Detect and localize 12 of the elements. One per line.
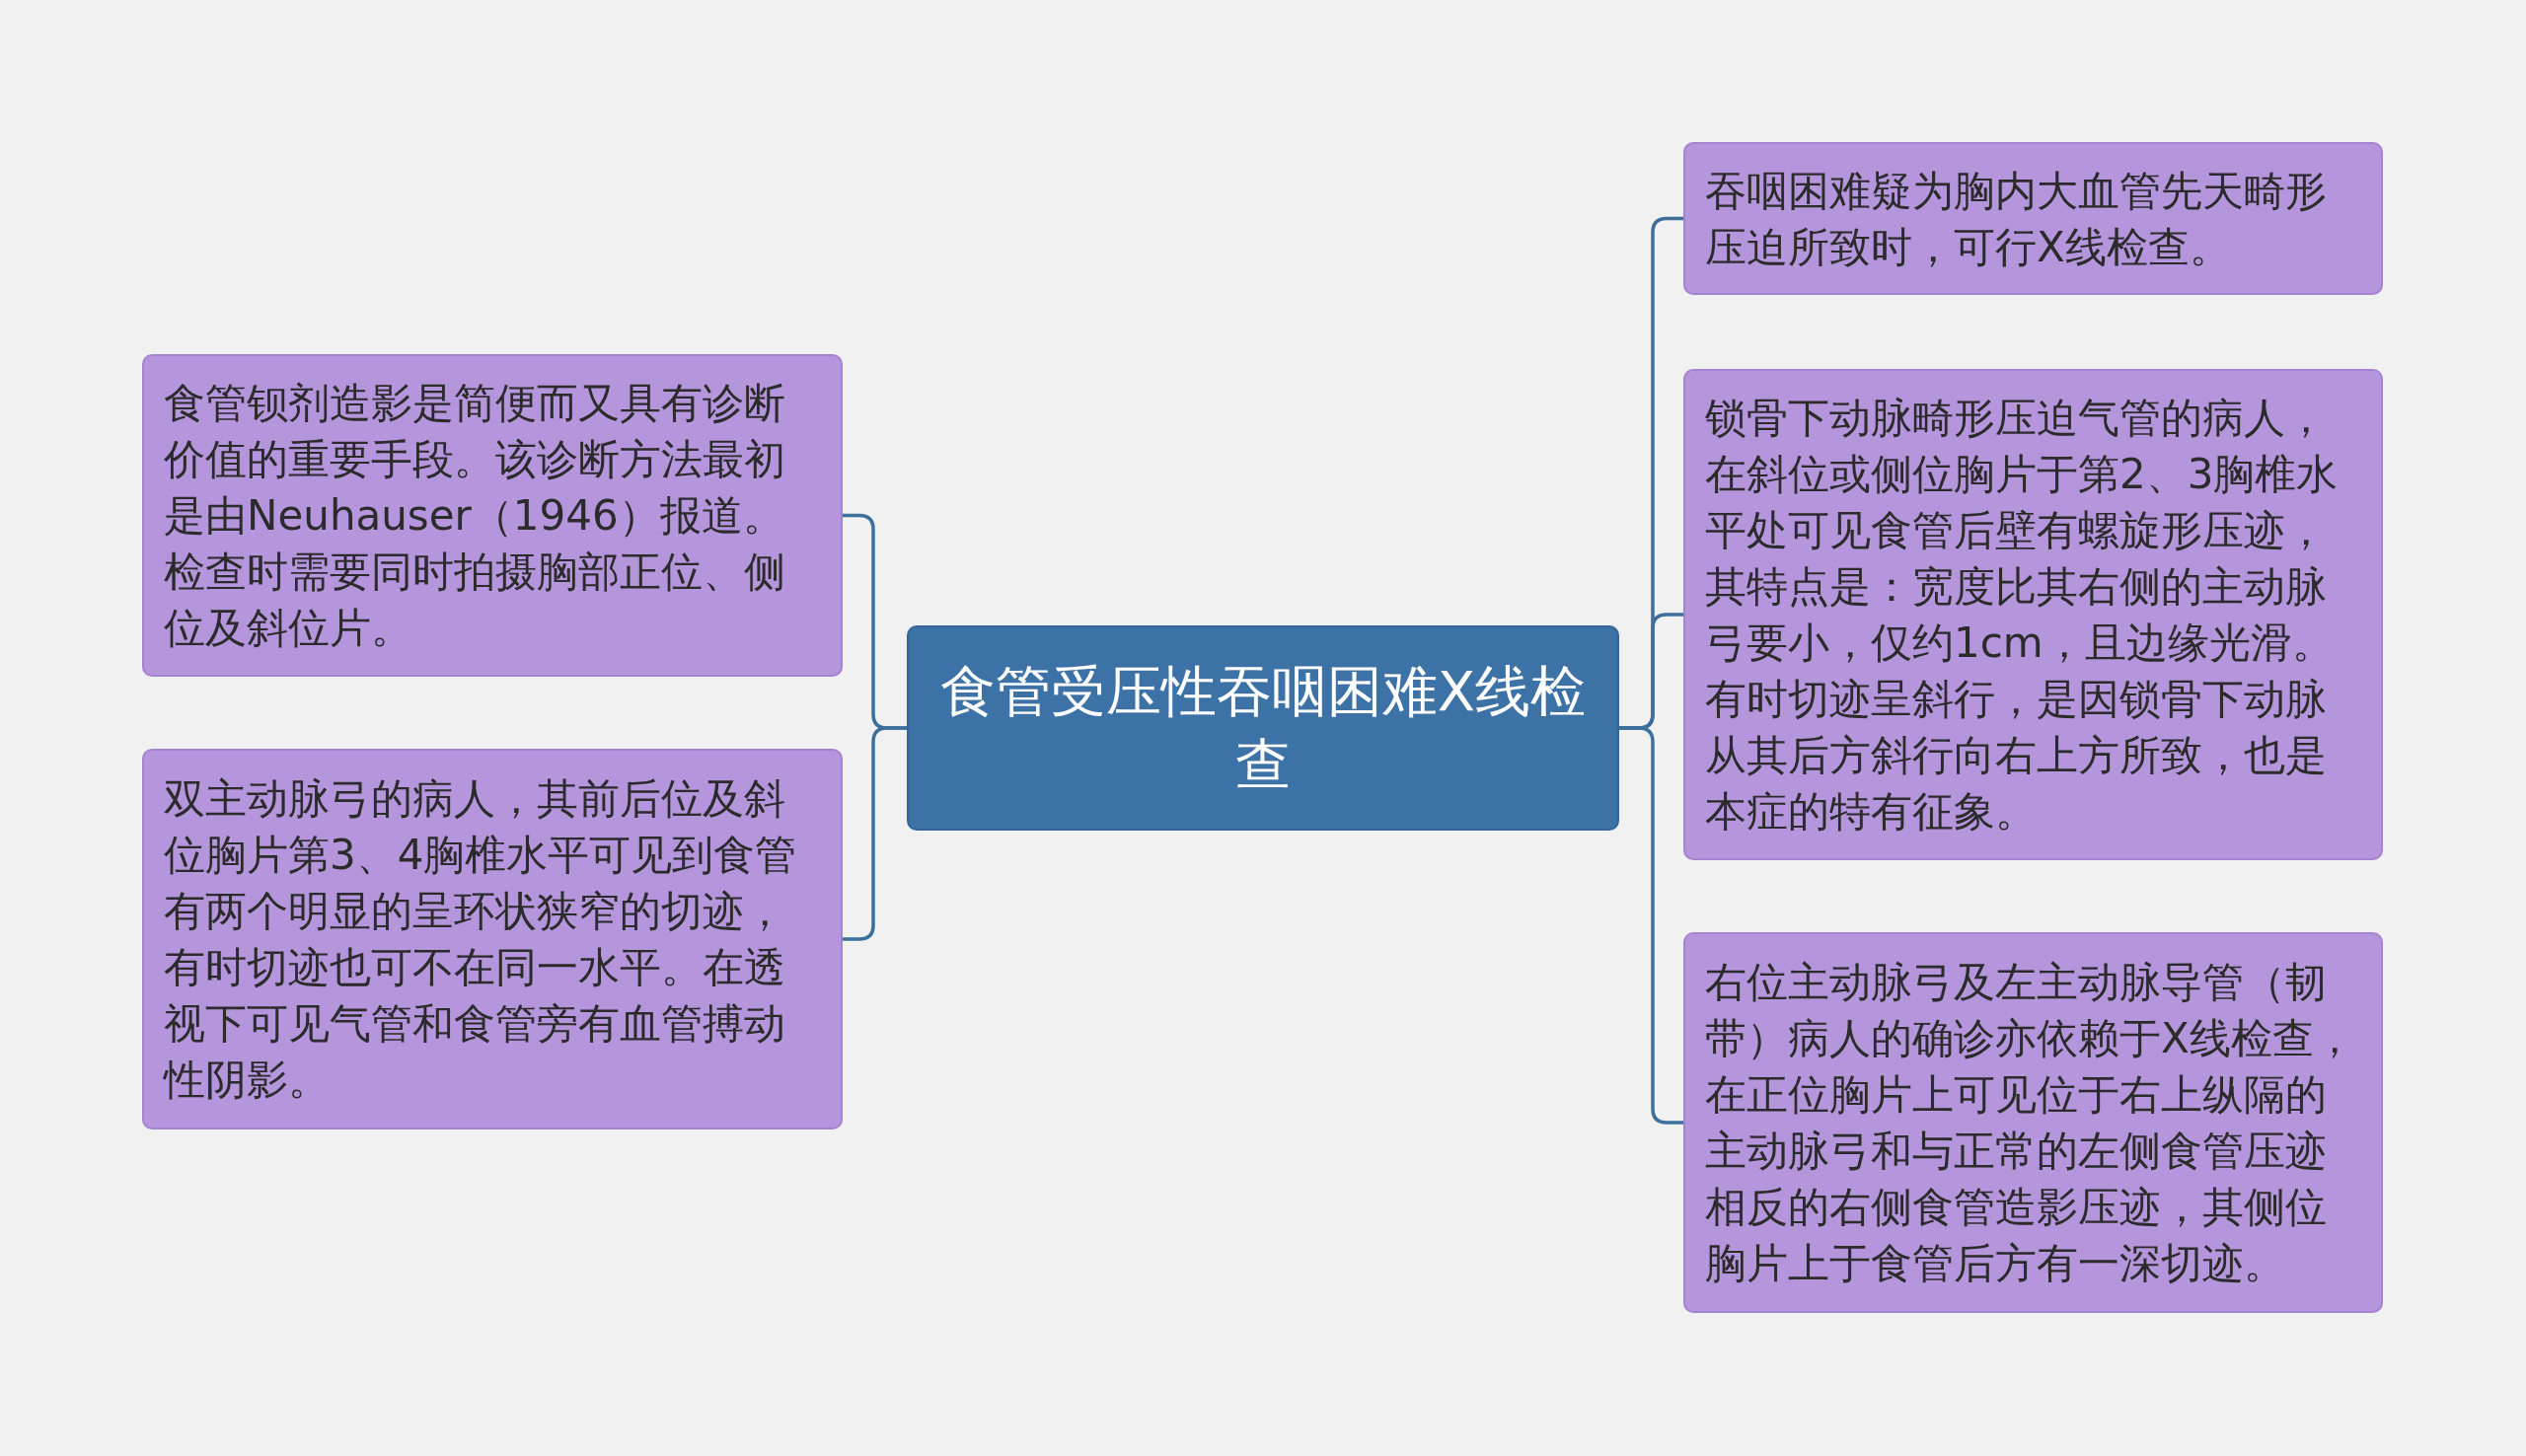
topic-text: 右位主动脉弓及左主动脉导管（韧带）病人的确诊亦依赖于X线检查，在正位胸片上可见位于右上纵隔的主动脉弓和与正常的左侧食管压迹相反的右侧食管造影压迹，其侧位胸片上于食管后方有一深切迹。: [1705, 957, 2356, 1289]
topic-title: 食管受压性吞咽困难X线检查: [938, 658, 1588, 798]
topic-text: 吞咽困难疑为胸内大血管先天畸形压迫所致时，可行X线检查。: [1705, 165, 2328, 273]
topic-text: 双主动脉弓的病人，其前后位及斜位胸片第3、4胸椎水平可见到食管有两个明显的呈环状狭窄的切迹，有时切迹也可不在同一水平。在透视下可见气管和食管旁有血管搏动性阴影。: [164, 773, 798, 1106]
central-topic: [907, 625, 1619, 831]
topic-box: [1683, 369, 2383, 860]
topic-box: [142, 354, 843, 677]
topic-text: 锁骨下动脉畸形压迫气管的病人，在斜位或侧位胸片于第2、3胸椎水平处可见食管后壁有螺旋形压迹，其特点是：宽度比其右侧的主动脉弓要小，仅约1cm，且边缘光滑。有时切迹呈斜行，是因锁骨下动脉从其后方斜行向右上方所致，也是本症的特有征象。: [1705, 393, 2340, 837]
topic-box: [142, 749, 843, 1129]
topic-text: 食管钡剂造影是简便而又具有诊断价值的重要手段。该诊断方法最初是由Neuhauser（1946）报道。检查时需要同时拍摄胸部正位、侧位及斜位片。: [164, 378, 786, 654]
topic-box: [1683, 142, 2383, 295]
topic-box: [1683, 932, 2383, 1313]
